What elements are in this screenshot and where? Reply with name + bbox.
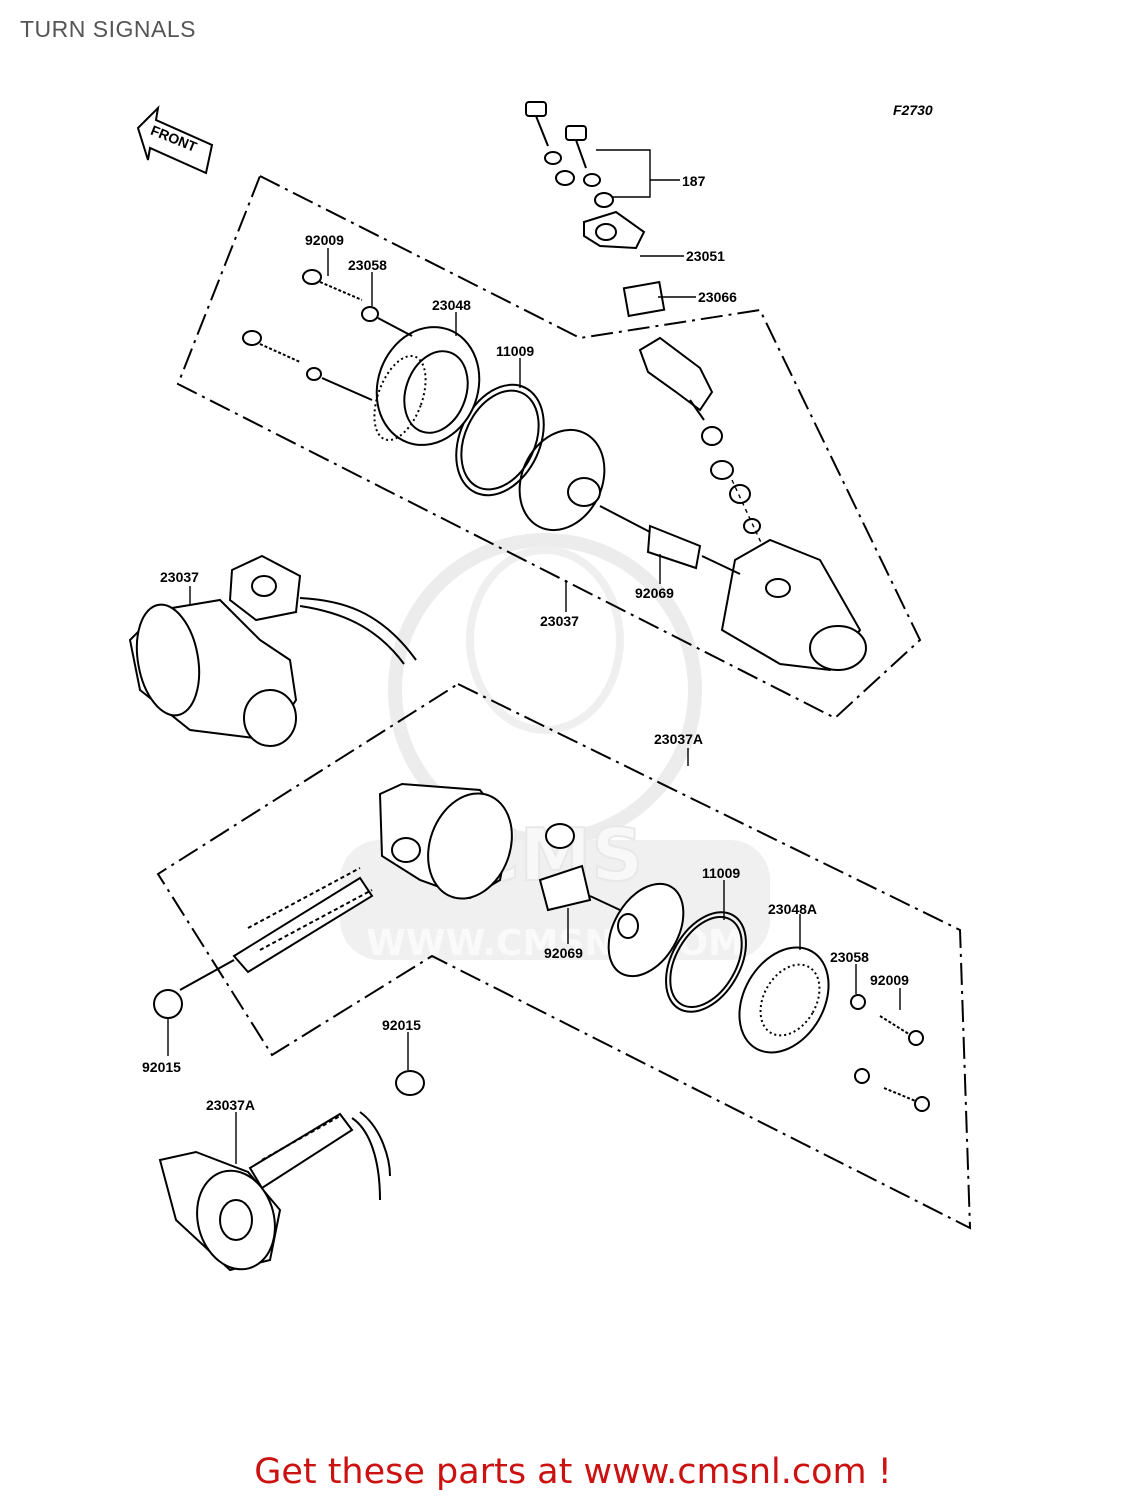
shaft-bolt-part: [179, 867, 374, 991]
mount-clamp-part: [583, 210, 646, 250]
lower-lens-part: [738, 946, 830, 1054]
callout-23058-lower: 23058: [830, 949, 869, 965]
callout-92069-lower: 92069: [544, 945, 583, 961]
nut-part: [153, 823, 575, 1096]
callout-23051: 23051: [686, 248, 725, 264]
damper-rubber-part: [622, 280, 666, 318]
lower-socket-plate-part: [607, 882, 685, 978]
lower-bulb-part: [538, 864, 621, 912]
callout-187: 187: [682, 173, 706, 189]
bolt-part: [525, 101, 614, 208]
upper-assembly-outline: [176, 174, 922, 720]
footer-link[interactable]: Get these parts at www.cmsnl.com !: [254, 1452, 892, 1492]
stay-bracket-part: [638, 336, 771, 563]
assembled-signal-upper: [128, 554, 417, 747]
lower-screw-part: [850, 994, 930, 1112]
lens-part: [373, 326, 481, 446]
figure-code: F2730: [893, 102, 933, 118]
callout-11009-lower: 11009: [702, 865, 740, 881]
lower-gasket-part: [665, 911, 747, 1013]
bulb-part: [599, 505, 741, 575]
lower-housing-part: [378, 782, 513, 900]
callout-23037-left: 23037: [160, 569, 199, 585]
front-arrow-icon: FRONT: [136, 105, 214, 175]
callout-labels: 187 23051 23066 92009 23058 23048 11009 …: [142, 173, 909, 1113]
callout-92015-right: 92015: [382, 1017, 421, 1033]
leader-lines: [167, 149, 901, 1164]
callout-23048: 23048: [432, 297, 471, 313]
callout-23066: 23066: [698, 289, 737, 305]
assembled-signal-lower: [158, 1111, 391, 1272]
callout-23058-upper: 23058: [348, 257, 387, 273]
page-title: TURN SIGNALS: [20, 16, 196, 42]
callout-23037A-upper: 23037A: [654, 731, 703, 747]
callout-92009-upper: 92009: [305, 232, 344, 248]
callout-11009-upper: 11009: [496, 343, 534, 359]
callout-92069-upper: 92069: [635, 585, 674, 601]
screw-part: [242, 269, 413, 401]
callout-23037-center: 23037: [540, 613, 579, 629]
socket-plate-part: [518, 428, 606, 532]
upper-housing-part: [720, 538, 867, 672]
callout-23048A: 23048A: [768, 901, 817, 917]
callout-92009-lower: 92009: [870, 972, 909, 988]
callout-92015-left: 92015: [142, 1059, 181, 1075]
lower-assembly-outline: [156, 682, 972, 1230]
callout-23037A-lower: 23037A: [206, 1097, 255, 1113]
